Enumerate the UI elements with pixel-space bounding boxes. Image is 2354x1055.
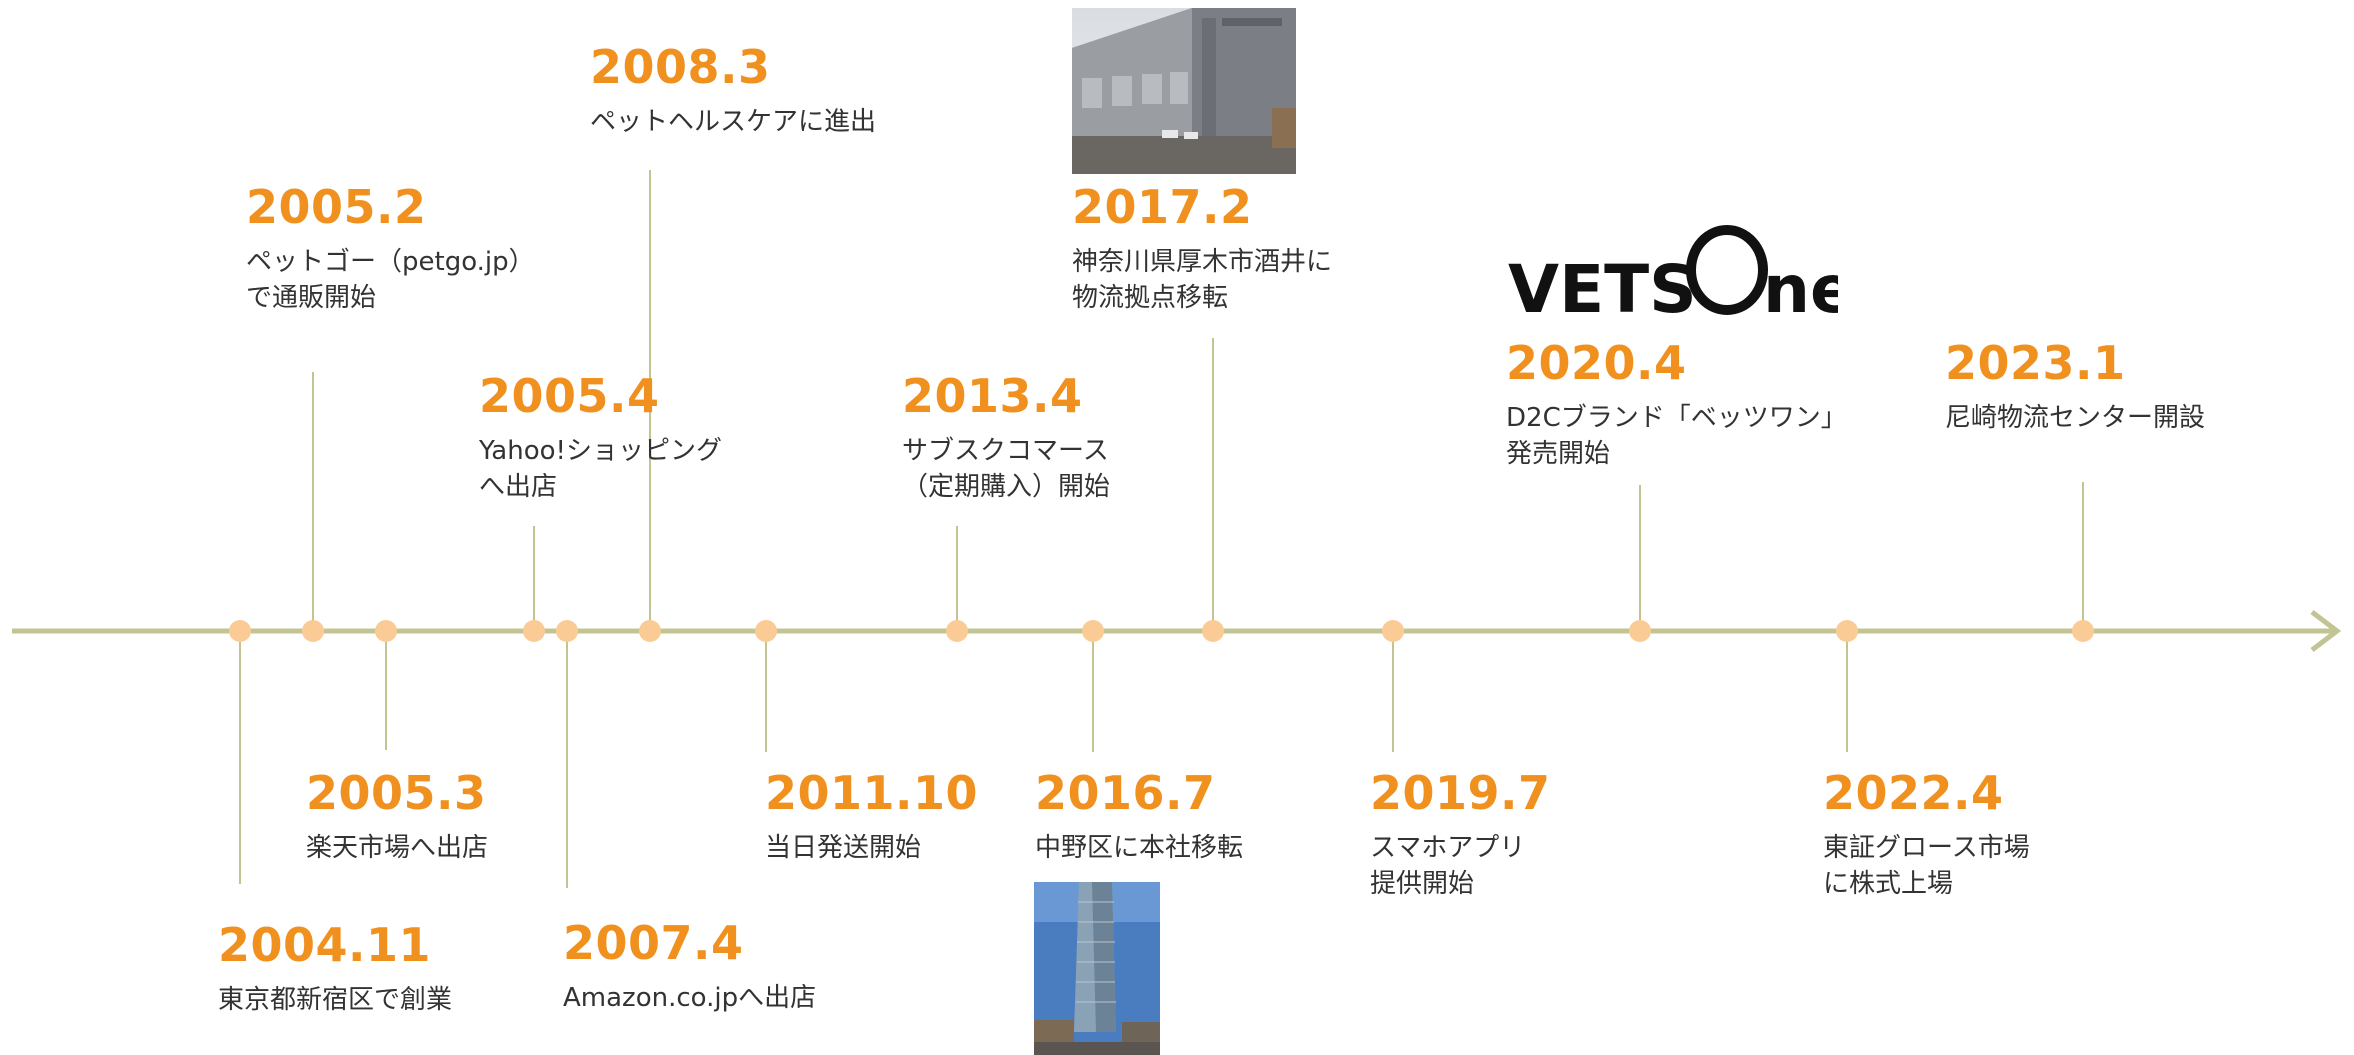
- event-year: 2020.4: [1506, 336, 1687, 390]
- event-description-line: 発売開始: [1506, 439, 1611, 469]
- event-description-line: 中野区に本社移転: [1035, 833, 1244, 863]
- event-dot: [639, 620, 661, 642]
- event-description: Yahoo!ショッピングへ出店: [479, 433, 722, 505]
- event-description-line: へ出店: [479, 472, 558, 502]
- event-year: 2019.7: [1370, 766, 1551, 820]
- event-description-line: ペットヘルスケアに進出: [590, 107, 877, 137]
- event-dot: [1382, 620, 1404, 642]
- event-dot: [302, 620, 324, 642]
- event-year: 2005.3: [306, 766, 487, 820]
- event-description: スマホアプリ提供開始: [1370, 830, 1551, 902]
- event-description-line: 楽天市場へ出店: [306, 833, 489, 863]
- event-year: 2011.10: [765, 766, 979, 820]
- event-dot: [2072, 620, 2094, 642]
- event-description-line: で通販開始: [246, 283, 377, 313]
- event-dot: [1629, 620, 1651, 642]
- event-description: 神奈川県厚木市酒井に物流拠点移転: [1072, 244, 1332, 316]
- event-description: D2Cブランド「ベッツワン」発売開始: [1506, 400, 1847, 472]
- event-description: サブスクコマース （定期購入）開始: [902, 433, 1110, 505]
- event-dot: [946, 620, 968, 642]
- timeline-arrowhead: [2310, 610, 2342, 652]
- event-year: 2013.4: [902, 369, 1083, 423]
- event-description: 東京都新宿区で創業: [218, 982, 452, 1018]
- event-description-line: 物流拠点移転: [1072, 283, 1229, 313]
- event-description-line: 神奈川県厚木市酒井に: [1072, 247, 1333, 277]
- event-description-line: （定期購入）開始: [902, 472, 1111, 502]
- warehouse-photo: [1072, 8, 1296, 174]
- event-description-line: スマホアプリ: [1370, 833, 1526, 863]
- event-dot: [1082, 620, 1104, 642]
- event-description: Amazon.co.jpへ出店: [563, 980, 816, 1016]
- event-dot: [755, 620, 777, 642]
- event-dot: [1836, 620, 1858, 642]
- event-year: 2017.2: [1072, 180, 1253, 234]
- headquarters-building-photo: [1034, 882, 1160, 1055]
- event-description-line: Yahoo!ショッピング: [479, 436, 722, 466]
- event-year: 2005.2: [246, 180, 427, 234]
- event-description: 尼崎物流センター開設: [1945, 400, 2205, 436]
- event-description-line: 東証グロース市場: [1823, 833, 2030, 863]
- event-dot: [556, 620, 578, 642]
- event-dot: [1202, 620, 1224, 642]
- event-description: 中野区に本社移転: [1035, 830, 1243, 866]
- event-description-line: サブスクコマース: [902, 436, 1109, 466]
- event-year: 2004.11: [218, 918, 432, 972]
- event-description: 楽天市場へ出店: [306, 830, 488, 866]
- event-description: ペットヘルスケアに進出: [590, 104, 876, 140]
- event-description-line: 当日発送開始: [765, 833, 922, 863]
- event-description-line: Amazon.co.jpへ出店: [563, 983, 817, 1013]
- event-description-line: D2Cブランド「ベッツワン」: [1506, 403, 1847, 433]
- event-description-line: 東京都新宿区で創業: [218, 985, 453, 1015]
- event-year: 2022.4: [1823, 766, 2004, 820]
- event-year: 2005.4: [479, 369, 660, 423]
- event-year: 2008.3: [590, 40, 771, 94]
- event-year: 2016.7: [1035, 766, 1216, 820]
- event-description: 東証グロース市場に株式上場: [1823, 830, 2030, 902]
- event-dot: [229, 620, 251, 642]
- event-description-line: 尼崎物流センター開設: [1945, 403, 2206, 433]
- event-year: 2007.4: [563, 916, 744, 970]
- event-description: ペットゴー（petgo.jp） で通販開始: [246, 244, 535, 316]
- event-year: 2023.1: [1945, 336, 2126, 390]
- event-description-line: に株式上場: [1823, 869, 1954, 899]
- event-dot: [375, 620, 397, 642]
- event-description-line: 提供開始: [1370, 869, 1475, 899]
- event-description: 当日発送開始: [765, 830, 978, 866]
- event-description-line: ペットゴー（petgo.jp）: [246, 247, 535, 277]
- svg-text:VETS: VETS: [1508, 251, 1697, 322]
- svg-text:ne: ne: [1763, 251, 1838, 322]
- vetsone-logo: VETS ne: [1508, 212, 1855, 328]
- event-dot: [523, 620, 545, 642]
